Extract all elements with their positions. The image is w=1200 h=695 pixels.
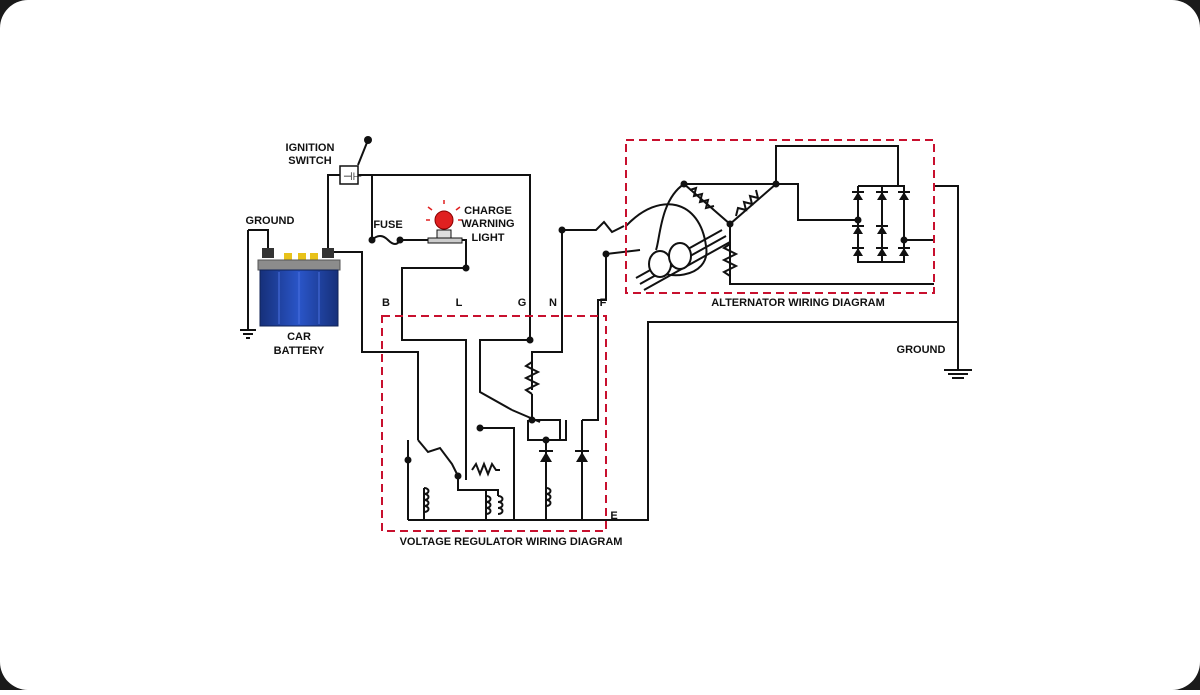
alternator-bridge-diodes: [680, 180, 910, 256]
ignition-switch-symbol: ⊣⊢: [343, 171, 362, 183]
regulator-resistor: [523, 361, 541, 395]
ignition-switch-label-2: SWITCH: [288, 155, 331, 167]
ground-left-label: GROUND: [246, 215, 295, 227]
wire-stator-to-rotor: [655, 183, 685, 251]
slip-ring-2: [668, 242, 692, 270]
wire-g-line: [479, 300, 531, 411]
wire-ground-left: [248, 229, 269, 252]
diode-2: [576, 452, 588, 462]
terminal-b-label: B: [382, 297, 390, 309]
wire-contact-tap: [480, 427, 515, 520]
rotor-field-loop: [625, 203, 708, 277]
regulator-title: VOLTAGE REGULATOR WIRING DIAGRAM: [400, 536, 623, 548]
coil-3: [497, 495, 504, 515]
car-battery-label-2: BATTERY: [274, 345, 325, 357]
ground-right-label: GROUND: [897, 344, 946, 356]
wire-ground-bus: [408, 321, 959, 521]
wire-f-to-alternator: [605, 249, 641, 255]
charge-label-2: WARNING: [461, 218, 514, 230]
wire-alternator-to-ground: [934, 185, 959, 322]
wire-relay-mid: [457, 476, 499, 496]
wire-battery-to-ignition: [327, 174, 340, 252]
regulator-resistor-2: [471, 461, 500, 477]
charge-label-1: CHARGE: [464, 205, 512, 217]
terminal-f-label: F: [600, 297, 607, 309]
coil-2: [485, 495, 492, 515]
stator-winding-1: [689, 186, 715, 210]
terminal-g-label: G: [518, 297, 527, 309]
regulator-coils: [423, 487, 552, 515]
ignition-switch: [339, 165, 359, 185]
alternator-dashed-box: [625, 139, 935, 294]
wire-n-line: [531, 230, 563, 362]
car-battery: [257, 248, 341, 327]
wire-ignition-to-g: [358, 174, 531, 300]
terminal-n-label: N: [549, 297, 557, 309]
coil-4: [545, 487, 552, 507]
alternator-internals: [625, 145, 934, 291]
fuse-element: [371, 235, 401, 245]
rectifier-bridge: [857, 185, 905, 263]
stator-winding-2: [735, 189, 760, 217]
wire-f-line: [582, 254, 607, 421]
car-battery-label-1: CAR: [287, 331, 311, 343]
wires: [240, 139, 972, 521]
terminal-e-label: E: [610, 510, 617, 522]
regulator-diodes: [539, 450, 589, 462]
wire-lamp-to-l: [401, 239, 467, 480]
wire-battery-to-b: [328, 251, 419, 440]
coil-1: [423, 487, 430, 513]
ignition-switch-label-1: IGNITION: [286, 142, 335, 154]
alternator-title: ALTERNATOR WIRING DIAGRAM: [711, 297, 885, 309]
wire-stator-to-bridge: [776, 183, 858, 221]
charge-label-3: LIGHT: [472, 232, 505, 244]
diode-1: [540, 452, 552, 462]
regulator-dashed-box: [381, 315, 607, 532]
slip-ring-1: [648, 250, 672, 278]
wire-ignition-lever: [357, 139, 369, 166]
relay-switch-arm: [417, 439, 459, 477]
wire-n-to-alternator: [562, 220, 625, 234]
stator-winding-3: [721, 243, 739, 277]
charge-warning-lamp: [426, 200, 463, 244]
terminal-l-label: L: [456, 297, 463, 309]
wire-resistor-bottom: [531, 394, 561, 440]
fuse-label: FUSE: [373, 219, 402, 231]
wire-alternator-top: [775, 145, 899, 186]
